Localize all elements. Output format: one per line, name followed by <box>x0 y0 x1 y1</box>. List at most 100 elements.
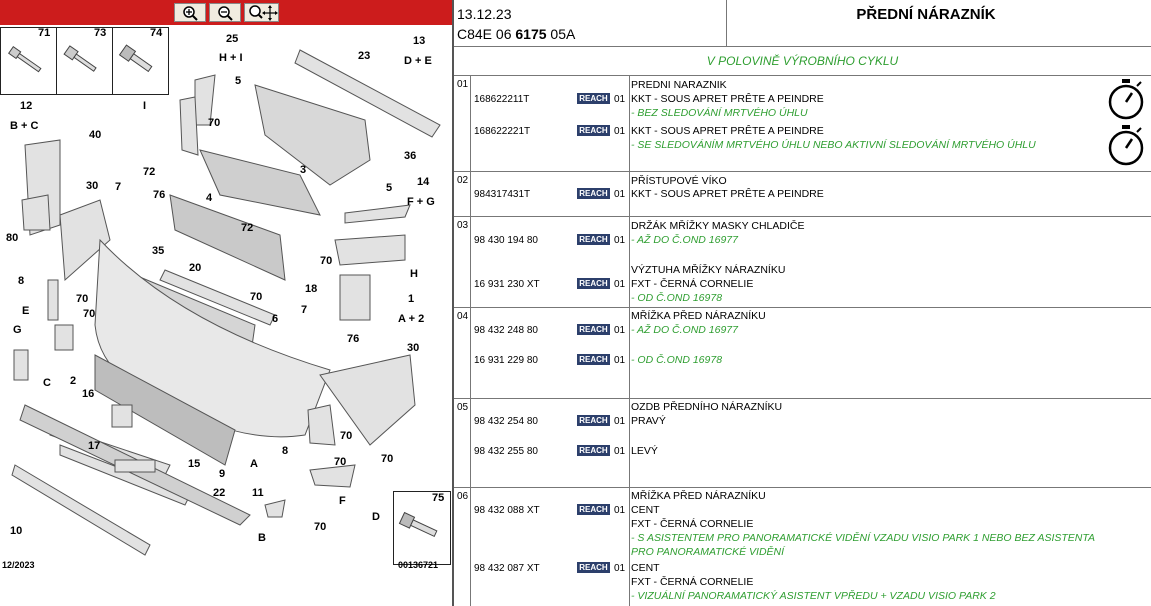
callout-5b: 5 <box>386 182 393 194</box>
trim-5-right-shape <box>344 204 411 224</box>
callout-f: F <box>339 495 346 507</box>
bracket-i-shape <box>179 96 199 156</box>
part-reference-link[interactable]: 98 432 087 XT <box>474 563 540 574</box>
callout-7: 7 <box>115 181 122 193</box>
screw-box-74 <box>112 27 169 95</box>
reach-badge: REACH <box>577 415 610 426</box>
section-title: OZDB PŘEDNÍHO NÁRAZNÍKU <box>631 401 783 413</box>
callout-70b: 70 <box>320 255 333 267</box>
section-title: PŘÍSTUPOVÉ VÍKO <box>631 175 727 187</box>
callout-25: 25 <box>226 33 239 45</box>
code-prefix: C84E 06 <box>457 26 516 42</box>
reach-badge: REACH <box>577 354 610 365</box>
part-reference-link[interactable]: 168622211T <box>474 94 530 105</box>
part-description: LEVÝ <box>631 445 658 457</box>
code-bold: 6175 <box>515 26 547 42</box>
right-trim-shape <box>319 354 416 446</box>
screw-box-73 <box>56 27 113 95</box>
callout-8: 8 <box>18 275 25 287</box>
header-info: 13.12.23 C84E 06 6175 05A <box>454 0 727 46</box>
reach-badge: REACH <box>577 93 610 104</box>
zoom-in-button[interactable] <box>174 3 206 22</box>
callout-70i: 70 <box>314 521 327 533</box>
pan-zoom-button[interactable] <box>244 3 279 22</box>
part-reference-link[interactable]: 98 432 248 80 <box>474 325 538 336</box>
quantity: 01 <box>614 505 626 516</box>
callout-8b: 8 <box>282 445 289 457</box>
part-reference-link[interactable]: 98 430 194 80 <box>474 235 538 246</box>
part-e-shape <box>54 324 74 351</box>
diagram-toolbar <box>0 0 452 25</box>
section-04: 04 MŘÍŽKA PŘED NÁRAZNÍKU 98 432 248 80 R… <box>454 308 1151 399</box>
section-title: MŘÍŽKA PŘED NÁRAZNÍKU <box>631 490 766 502</box>
callout-20: 20 <box>189 262 202 274</box>
quantity: 01 <box>614 189 626 200</box>
callout-2: 2 <box>70 375 77 387</box>
stopwatch-icon[interactable] <box>1107 78 1145 122</box>
screw-icon <box>8 46 42 73</box>
callout-12-sub: B + C <box>10 120 39 132</box>
quantity: 01 <box>614 446 626 457</box>
callout-72b: 72 <box>241 222 254 234</box>
reach-badge: REACH <box>577 562 610 573</box>
callout-3: 3 <box>300 164 307 176</box>
part-reference-link[interactable]: 98 432 088 XT <box>474 505 540 516</box>
lower-lip-shape <box>11 464 151 556</box>
part-description: PRAVÝ <box>631 415 666 427</box>
callout-e: E <box>22 305 30 317</box>
bumper-parts-drawing <box>11 49 441 556</box>
part-reference-link[interactable]: 168622221T <box>474 126 531 137</box>
callout-b: B <box>258 532 266 544</box>
lower-grille-shape <box>94 354 236 466</box>
callout-11: 11 <box>252 487 264 499</box>
quantity: 01 <box>614 563 626 574</box>
callout-70f: 70 <box>340 430 353 442</box>
part-finish: FXT - ČERNÁ CORNELIE <box>631 518 754 530</box>
zoom-out-button[interactable] <box>209 3 241 22</box>
section-number: 04 <box>457 311 469 322</box>
part-reference-link[interactable]: 98 432 255 80 <box>474 446 538 457</box>
callout-h: H <box>410 268 418 280</box>
part-reference-link[interactable]: 984317431T <box>474 189 531 200</box>
part-condition-note: - AŽ DO Č.OND 16977 <box>631 234 738 246</box>
quantity: 01 <box>614 279 626 290</box>
callout-13: 13 <box>413 35 426 47</box>
part-condition-note: - VIZUÁLNÍ PANORAMATICKÝ ASISTENT VPŘEDU… <box>631 590 996 602</box>
callout-1: 1 <box>408 293 415 305</box>
part-condition-note: - BEZ SLEDOVÁNÍ MRTVÉHO ÚHLU <box>631 107 808 119</box>
callout-17: 17 <box>88 440 101 452</box>
part-condition-note: - AŽ DO Č.OND 16977 <box>631 324 738 336</box>
screw-box-75 <box>393 491 451 565</box>
section-03: 03 DRŽÁK MŘÍŽKY MASKY CHLADIČE 98 430 19… <box>454 217 1151 308</box>
part-reference-link[interactable]: 98 432 254 80 <box>474 416 538 427</box>
quantity: 01 <box>614 235 626 246</box>
quantity: 01 <box>614 416 626 427</box>
part-reference-link[interactable]: 16 931 230 XT <box>474 279 540 290</box>
pan-zoom-icon <box>249 5 278 21</box>
quantity: 01 <box>614 325 626 336</box>
part-description: KKT - SOUS APRET PRÊTE A PEINDRE <box>631 188 824 200</box>
callout-30: 30 <box>86 180 99 192</box>
part-condition-note: - SE SLEDOVÁNÍM MRTVÉHO ÚHLU NEBO AKTIVN… <box>631 139 1036 151</box>
part-reference-link[interactable]: 16 931 229 80 <box>474 355 538 366</box>
callout-30b: 30 <box>407 342 420 354</box>
callout-36: 36 <box>404 150 417 162</box>
callout-70g: 70 <box>334 456 347 468</box>
callout-71: 71 <box>38 27 51 39</box>
callout-14-sub: F + G <box>407 196 435 208</box>
screw-icon <box>118 44 153 73</box>
callout-70c: 70 <box>76 293 89 305</box>
callout-i: I <box>143 100 147 112</box>
callout-5: 5 <box>235 75 242 87</box>
parts-list-panel: 13.12.23 C84E 06 6175 05A PŘEDNÍ NÁRAZNÍ… <box>454 0 1151 606</box>
stopwatch-icon[interactable] <box>1107 124 1145 168</box>
diagram-ref-code: 00136721 <box>398 560 439 570</box>
bracket-h-shape <box>334 234 406 266</box>
callout-7b: 7 <box>301 304 308 316</box>
callout-76: 76 <box>153 189 166 201</box>
absorber-frame-shape <box>254 84 371 186</box>
part-condition-note-cont: PRO PANORAMATICKÉ VIDĚNÍ <box>631 546 785 558</box>
callout-10: 10 <box>10 525 23 537</box>
callout-25-sub: H + I <box>219 52 243 64</box>
callout-15: 15 <box>188 458 201 470</box>
